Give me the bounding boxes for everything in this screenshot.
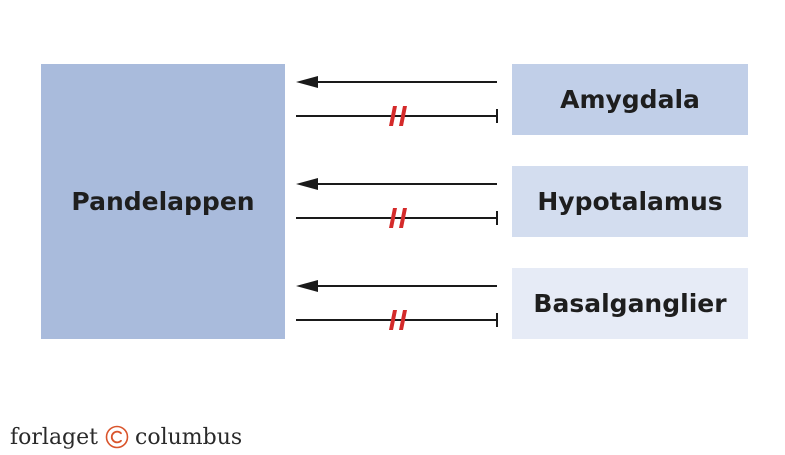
arrowhead-basalganglier [296, 280, 318, 292]
region-box-amygdala: Amygdala [512, 64, 748, 135]
main-box-pandelappen: Pandelappen [41, 64, 285, 339]
region-label-hypotalamus: Hypotalamus [537, 187, 723, 216]
copyright-c-icon [105, 425, 129, 449]
region-box-basalganglier: Basalganglier [512, 268, 748, 339]
arrowhead-hypotalamus [296, 178, 318, 190]
arrowhead-amygdala [296, 76, 318, 88]
block-mark-right-amygdala [399, 106, 407, 126]
block-mark-left-basalganglier [389, 310, 397, 330]
publisher-logo: forlaget columbus [10, 421, 242, 453]
region-label-amygdala: Amygdala [560, 85, 700, 114]
block-mark-right-hypotalamus [399, 208, 407, 228]
block-mark-left-hypotalamus [389, 208, 397, 228]
region-label-basalganglier: Basalganglier [533, 289, 727, 318]
publisher-name-part2: columbus [135, 424, 243, 450]
main-box-label: Pandelappen [71, 187, 255, 216]
block-mark-right-basalganglier [399, 310, 407, 330]
region-box-hypotalamus: Hypotalamus [512, 166, 748, 237]
block-mark-left-amygdala [389, 106, 397, 126]
publisher-name-part1: forlaget [10, 424, 98, 450]
